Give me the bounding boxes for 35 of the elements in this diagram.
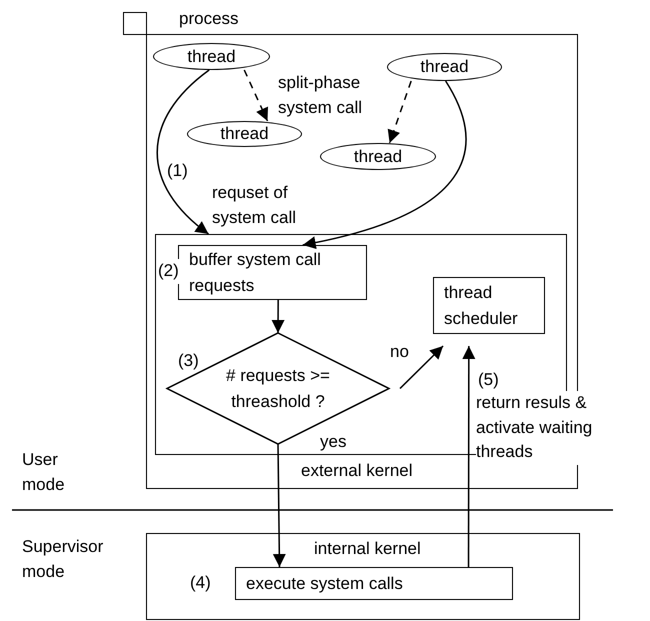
arrow [244,70,268,122]
step-number: (3) [178,350,200,372]
arrow [302,80,466,249]
thread-ellipse [387,53,502,81]
node-label: buffer system call requests [189,249,322,296]
note-text: requset of system call [212,182,298,229]
arrow [462,346,476,567]
step-number: (5) [478,369,500,391]
step-number: (1) [167,160,189,182]
process-box [235,567,513,600]
note-text: Supervisor mode [22,536,104,583]
arrow [272,300,285,333]
node-label: execute system calls [246,572,403,595]
thread-ellipse [153,43,270,70]
arrow [156,69,210,235]
note-text: split-phase system call [278,72,364,119]
node-label: thread [354,146,402,168]
arrow [388,80,412,144]
step-number: (4) [190,572,212,594]
node-label: thread [420,56,469,78]
node-label: thread scheduler [444,282,519,330]
arrow [272,444,286,568]
thread-ellipse [320,143,436,170]
node-label: # requests >= threashold ? [225,365,331,412]
internal-kernel-frame [146,533,580,620]
arrow [399,345,444,390]
frame-title: external kernel [301,460,413,482]
frame-title: process [179,8,239,30]
process-box [433,277,545,334]
node-label: thread [220,123,269,146]
thread-ellipse [187,121,302,147]
frame-title: internal kernel [314,538,421,560]
process-box [178,245,367,300]
note-text: User mode [22,449,66,496]
node-label: thread [187,46,236,68]
